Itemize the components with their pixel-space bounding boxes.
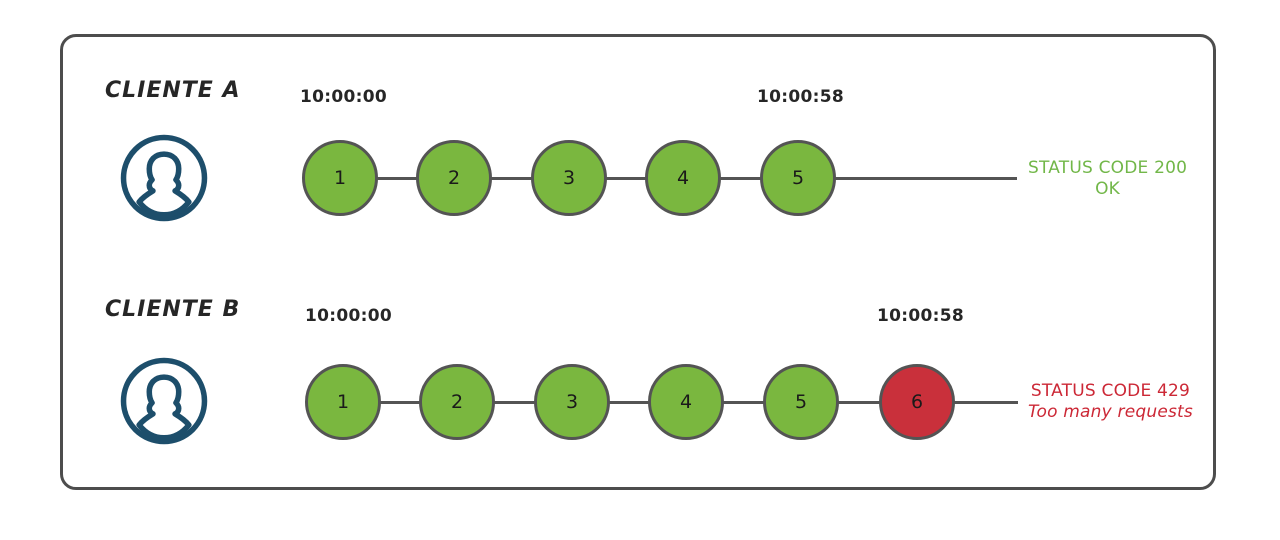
connector-b-1: [377, 401, 427, 404]
request-node-a-4[interactable]: 4: [645, 140, 721, 216]
client-a-avatar-icon: [118, 132, 210, 224]
client-a-start-time: 10:00:00: [300, 87, 387, 107]
connector-a-1: [374, 177, 424, 180]
request-node-label: 4: [676, 167, 690, 189]
request-node-a-2[interactable]: 2: [416, 140, 492, 216]
client-b-avatar-icon: [118, 355, 210, 447]
connector-b-5: [835, 401, 885, 404]
connector-b-4: [721, 401, 771, 404]
request-node-label: 1: [333, 167, 347, 189]
client-a-label: CLIENTE A: [105, 78, 241, 103]
status-a: STATUS CODE 200 OK: [1028, 158, 1187, 201]
request-node-b-1[interactable]: 1: [305, 364, 381, 440]
connector-b-2: [492, 401, 542, 404]
request-node-label: 2: [450, 391, 464, 413]
request-node-label: 2: [447, 167, 461, 189]
client-a-end-time: 10:00:58: [757, 87, 844, 107]
request-node-label: 5: [791, 167, 805, 189]
client-b-end-time: 10:00:58: [877, 306, 964, 326]
connector-a-2: [489, 177, 539, 180]
status-b: STATUS CODE 429 Too many requests: [1028, 381, 1193, 424]
status-a-code: STATUS CODE 200: [1028, 158, 1188, 178]
client-b-label: CLIENTE B: [105, 297, 241, 322]
status-b-text: Too many requests: [1028, 402, 1193, 423]
request-node-label: 5: [794, 391, 808, 413]
request-node-label: 1: [336, 391, 350, 413]
request-node-b-4[interactable]: 4: [648, 364, 724, 440]
diagram-frame: [60, 34, 1216, 490]
status-b-code: STATUS CODE 429: [1030, 381, 1191, 401]
request-node-b-2[interactable]: 2: [419, 364, 495, 440]
status-a-text: OK: [1095, 179, 1121, 200]
request-node-a-1[interactable]: 1: [302, 140, 378, 216]
connector-b-to-status: [950, 401, 1018, 404]
connector-a-3: [603, 177, 653, 180]
request-node-b-5[interactable]: 5: [763, 364, 839, 440]
request-node-a-3[interactable]: 3: [531, 140, 607, 216]
request-node-label: 3: [562, 167, 576, 189]
request-node-label: 4: [679, 391, 693, 413]
connector-a-to-status: [832, 177, 1017, 180]
request-node-b-6[interactable]: 6: [879, 364, 955, 440]
request-node-label: 3: [565, 391, 579, 413]
client-b-start-time: 10:00:00: [305, 306, 392, 326]
request-node-label: 6: [910, 391, 924, 413]
connector-a-4: [718, 177, 768, 180]
request-node-a-5[interactable]: 5: [760, 140, 836, 216]
request-node-b-3[interactable]: 3: [534, 364, 610, 440]
connector-b-3: [606, 401, 656, 404]
